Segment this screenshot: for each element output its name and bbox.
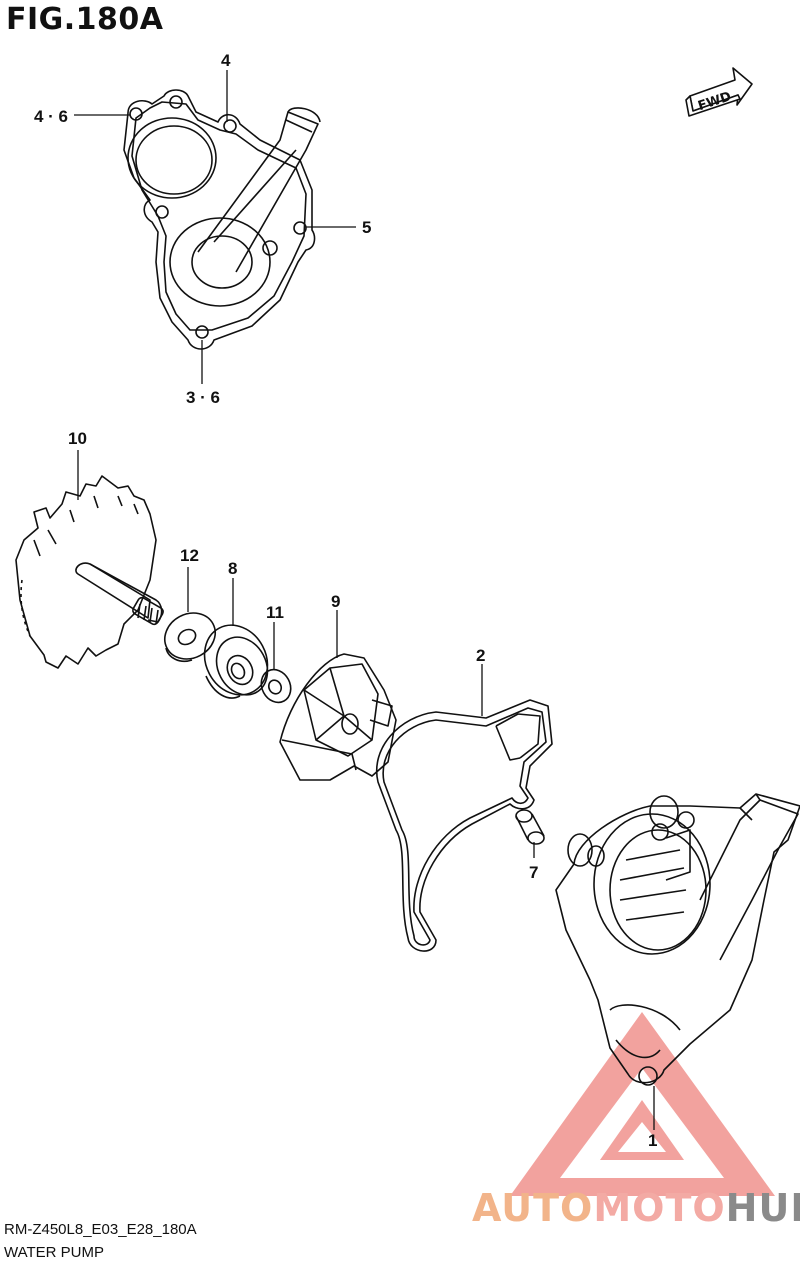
pump-cover-part xyxy=(123,89,321,350)
mechanical-seal-part xyxy=(203,624,269,699)
callout-1: 1 xyxy=(648,1131,658,1150)
impeller-part xyxy=(279,653,397,781)
callout-7: 7 xyxy=(529,863,539,882)
watermark-part-moto: MOTO xyxy=(593,1186,726,1230)
leader-lines xyxy=(74,70,655,1130)
model-code: RM-Z450L8_E03_E28_180A xyxy=(4,1221,197,1238)
pump-case-part xyxy=(555,793,800,1086)
callout-4-6: 4 · 6 xyxy=(34,107,69,126)
watermark-logo xyxy=(510,1012,775,1196)
callout-11: 11 xyxy=(266,603,284,622)
callout-8: 8 xyxy=(228,559,238,578)
diagram-caption: WATER PUMP xyxy=(4,1244,104,1261)
callout-5: 5 xyxy=(362,218,372,237)
fwd-arrow-icon: FWD xyxy=(685,67,753,117)
watermark-part-hub: HUB xyxy=(725,1186,800,1230)
washer-part xyxy=(164,612,216,663)
gear-shaft-part xyxy=(15,475,164,669)
dowel-pin-part xyxy=(515,809,545,845)
figure-title: FIG.180A xyxy=(6,2,164,37)
callout-9: 9 xyxy=(331,592,341,611)
watermark-part-auto: AUTO xyxy=(472,1186,594,1230)
small-washer-part xyxy=(260,668,292,704)
callout-10: 10 xyxy=(68,429,87,448)
callout-3-6: 3 · 6 xyxy=(186,388,221,407)
callout-4: 4 xyxy=(221,51,231,70)
gasket-part xyxy=(375,699,553,952)
callout-12: 12 xyxy=(180,546,199,565)
callout-2: 2 xyxy=(476,646,486,665)
watermark-text: AUTOMOTOHUB xyxy=(472,1186,800,1230)
